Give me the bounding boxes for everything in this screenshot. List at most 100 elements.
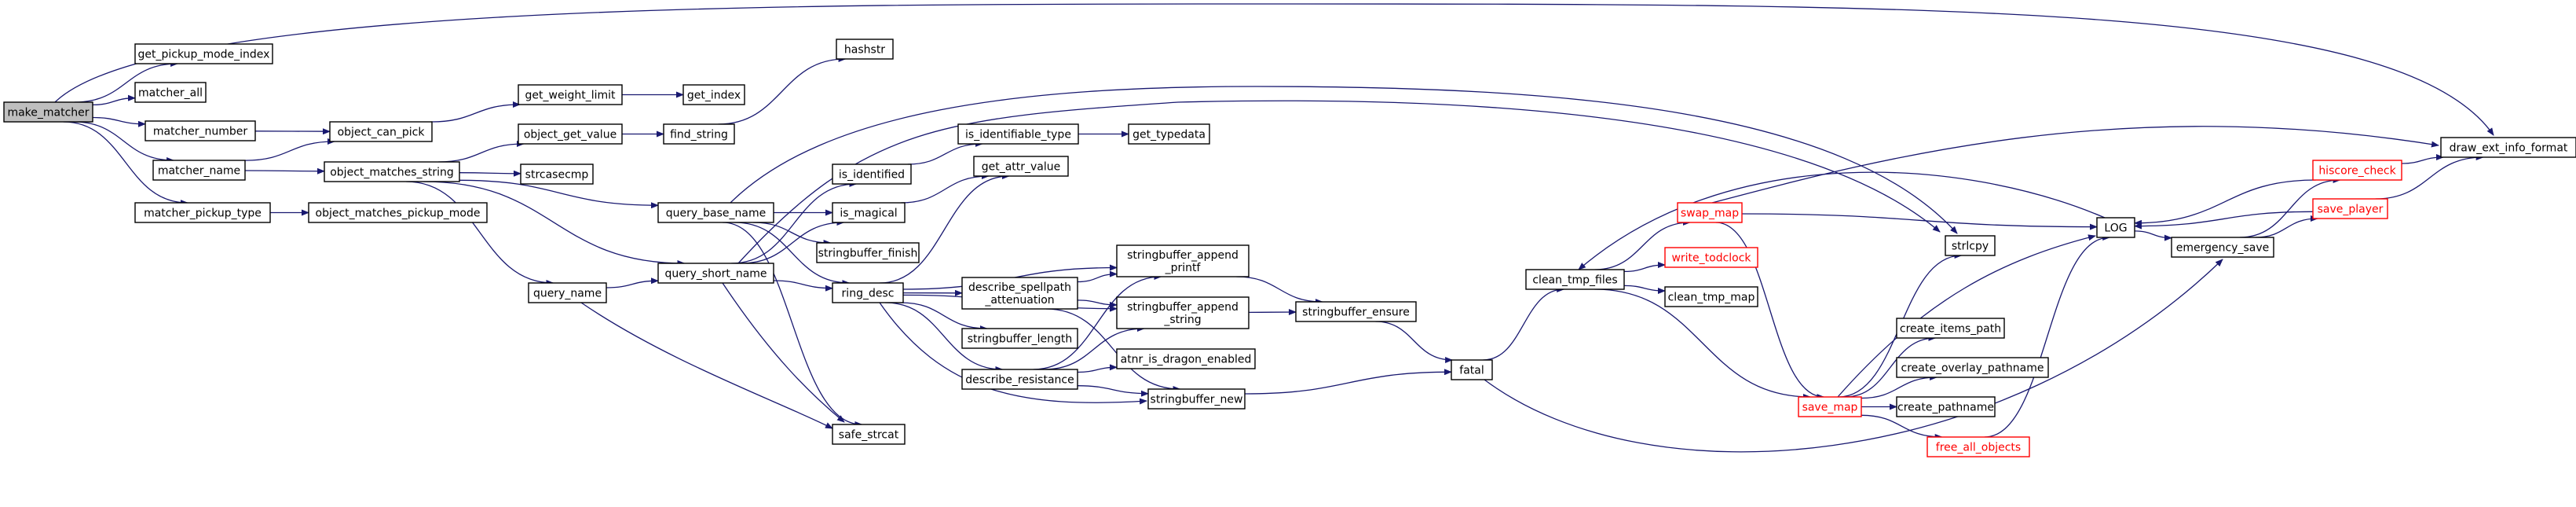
edge-fatal-to-clean_tmp_files (1483, 286, 1565, 361)
node-stringbuffer_append_string[interactable]: stringbuffer_append_string (1116, 296, 1250, 329)
node-create_overlay_pathname[interactable]: create_overlay_pathname (1896, 357, 2049, 378)
node-safe_strcat[interactable]: safe_strcat (832, 424, 906, 445)
node-is_magical[interactable]: is_magical (832, 202, 906, 223)
node-label: stringbuffer_ensure (1302, 307, 1410, 319)
edge-query_base_name-to-strlcpy (730, 86, 1958, 234)
node-stringbuffer_length[interactable]: stringbuffer_length (961, 328, 1078, 349)
node-LOG[interactable]: LOG (2096, 217, 2135, 238)
node-create_items_path[interactable]: create_items_path (1896, 318, 2005, 339)
node-ring_desc[interactable]: ring_desc (832, 282, 904, 303)
edge-query_short_name-to-safe_strcat (722, 282, 845, 423)
node-get_attr_value[interactable]: get_attr_value (973, 156, 1069, 177)
node-query_name[interactable]: query_name (528, 282, 607, 303)
node-matcher_name[interactable]: matcher_name (152, 160, 246, 181)
node-save_map[interactable]: save_map (1798, 396, 1862, 417)
node-box (682, 84, 745, 105)
node-box (1116, 296, 1250, 329)
node-fatal[interactable]: fatal (1451, 359, 1493, 380)
node-draw_ext_info_format[interactable]: draw_ext_info_format (2440, 137, 2576, 158)
node-strlcpy[interactable]: strlcpy (1945, 235, 1996, 256)
edge-query_base_name-to-stringbuffer_finish (752, 222, 832, 246)
node-write_todclock[interactable]: write_todclock (1664, 247, 1758, 268)
node-create_pathname[interactable]: create_pathname (1896, 396, 1996, 417)
node-label: find_string (670, 129, 728, 141)
edge-query_name-to-query_short_name (606, 277, 659, 288)
node-query_base_name[interactable]: query_base_name (657, 202, 774, 223)
node-label: is_magical (840, 208, 897, 220)
node-layer: make_matcher get_pickup_mode_indexmatcher… (3, 39, 2576, 457)
node-emergency_save[interactable]: emergency_save (2171, 237, 2274, 258)
node-matcher_number[interactable]: matcher_number (145, 120, 256, 141)
edge-query_base_name-to-ring_desc (734, 222, 851, 286)
node-query_short_name[interactable]: query_short_name (657, 263, 774, 284)
node-label: query_name (533, 288, 602, 300)
edge-describe_spellpath_attenuation-to-stringbuffer_append_printf (1077, 270, 1118, 283)
node-is_identified[interactable]: is_identified (832, 163, 912, 185)
node-describe_resistance[interactable]: describe_resistance (961, 369, 1078, 390)
node-get_typedata[interactable]: get_typedata (1128, 123, 1210, 145)
node-make_matcher[interactable]: make_matcher (3, 101, 93, 123)
node-label: stringbuffer_finish (818, 248, 918, 260)
node-hiscore_check[interactable]: hiscore_check (2312, 160, 2402, 181)
node-find_string[interactable]: find_string (663, 123, 735, 145)
node-stringbuffer_append_printf[interactable]: stringbuffer_append_printf (1116, 244, 1250, 277)
node-label: describe_spellpath (968, 281, 1071, 294)
node-label: create_pathname (1897, 402, 1994, 414)
edge-object_matches_string-to-query_base_name (459, 179, 659, 209)
node-label: save_map (1802, 402, 1858, 414)
edge-clean_tmp_files-to-save_map (1594, 288, 1811, 400)
edge-fatal-to-emergency_save (1484, 259, 2223, 453)
node-atnr_is_dragon_enabled[interactable]: atnr_is_dragon_enabled (1116, 348, 1256, 369)
node-stringbuffer_ensure[interactable]: stringbuffer_ensure (1295, 301, 1417, 322)
edge-save_player-to-draw_ext_info_format (2375, 154, 2484, 200)
node-box (1896, 396, 1996, 417)
node-stringbuffer_finish[interactable]: stringbuffer_finish (816, 242, 920, 263)
edge-matcher_name-to-object_can_pick (244, 138, 335, 161)
edge-make_matcher-to-matcher_name (73, 121, 175, 163)
edge-object_matches_string-to-object_get_value (438, 141, 525, 163)
edge-LOG-to-clean_tmp_files (1578, 171, 2106, 270)
edge-query_short_name-to-ring_desc (773, 280, 833, 292)
node-describe_spellpath_attenuation[interactable]: describe_spellpath_attenuation (961, 277, 1078, 310)
node-label: fatal (1459, 365, 1484, 377)
edge-save_map-to-LOG (1837, 234, 2096, 398)
node-box (2312, 198, 2388, 219)
node-object_matches_string[interactable]: object_matches_string (324, 161, 460, 182)
node-box (528, 282, 607, 303)
node-object_matches_pickup_mode[interactable]: object_matches_pickup_mode (308, 202, 488, 223)
node-label: ring_desc (842, 288, 895, 300)
node-matcher_pickup_type[interactable]: matcher_pickup_type (134, 202, 271, 223)
node-save_player[interactable]: save_player (2312, 198, 2388, 219)
node-get_weight_limit[interactable]: get_weight_limit (518, 84, 623, 105)
node-hashstr[interactable]: hashstr (836, 39, 894, 60)
node-label: free_all_objects (1936, 442, 2021, 454)
node-swap_map[interactable]: swap_map (1677, 202, 1743, 223)
node-box (973, 156, 1069, 177)
node-box (1295, 301, 1417, 322)
edge-is_magical-to-get_attr_value (901, 173, 990, 204)
node-box (657, 202, 774, 223)
node-label: make_matcher (7, 107, 89, 119)
edge-ring_desc-to-stringbuffer_length (900, 302, 988, 332)
node-label: clean_tmp_files (1532, 274, 1617, 287)
node-object_get_value[interactable]: object_get_value (518, 123, 623, 145)
node-matcher_all[interactable]: matcher_all (134, 82, 207, 103)
node-clean_tmp_files[interactable]: clean_tmp_files (1525, 269, 1625, 290)
node-box (134, 202, 271, 223)
node-get_pickup_mode_index[interactable]: get_pickup_mode_index (134, 43, 273, 64)
node-label: query_base_name (666, 208, 767, 220)
node-box (1525, 269, 1625, 290)
edge-LOG-to-emergency_save (2134, 230, 2172, 241)
edge-query_short_name-to-is_identified (731, 181, 858, 264)
node-label: _string (1163, 314, 1201, 326)
node-get_index[interactable]: get_index (682, 84, 745, 105)
node-strcasecmp[interactable]: strcasecmp (520, 163, 594, 185)
node-stringbuffer_new[interactable]: stringbuffer_new (1147, 388, 1246, 410)
node-free_all_objects[interactable]: free_all_objects (1927, 436, 2030, 457)
node-object_can_pick[interactable]: object_can_pick (329, 121, 433, 142)
node-is_identifiable_type[interactable]: is_identifiable_type (957, 123, 1079, 145)
node-box (518, 123, 623, 145)
node-clean_tmp_map[interactable]: clean_tmp_map (1664, 286, 1758, 307)
edge-stringbuffer_append_printf-to-stringbuffer_ensure (1236, 276, 1323, 305)
node-box (961, 328, 1078, 349)
